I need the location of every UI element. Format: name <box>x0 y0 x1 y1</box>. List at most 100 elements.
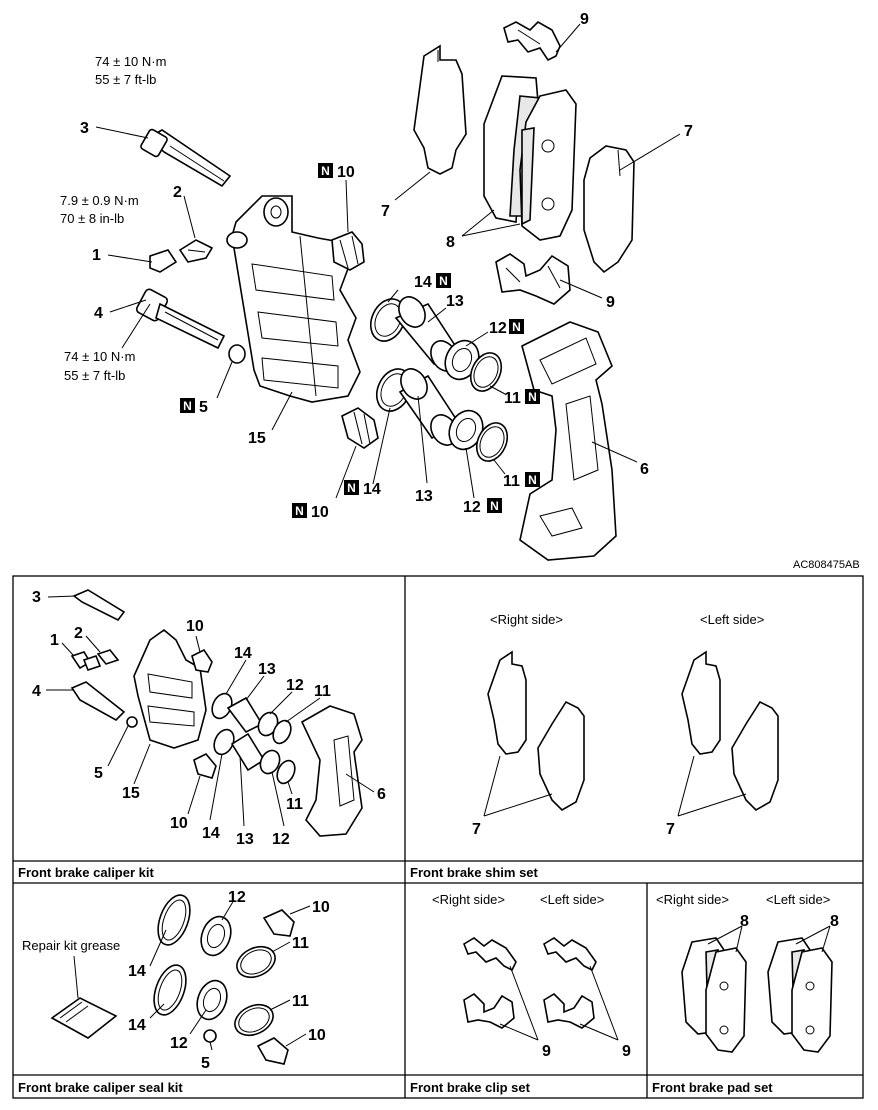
shim-7-left-side-a <box>681 650 721 755</box>
label-7-left: 7 <box>381 203 390 220</box>
seal-kit-panel: Repair kit grease 14 14 1 <box>18 889 330 1095</box>
seal-label-12-upper: 12 <box>228 889 246 906</box>
main-exploded-view: 74 ± 10 N·m 55 ± 7 ft-lb 7.9 ± 0.9 N·m 7… <box>60 11 860 571</box>
label-14-lower: 14 <box>363 481 381 498</box>
label-9-upper: 9 <box>580 11 589 28</box>
torque-bleeder-2-inlb: 70 ± 8 in-lb <box>60 211 124 226</box>
torque-bolt-4-nm: 74 ± 10 N·m <box>64 349 135 364</box>
clip-9-right-upper <box>463 937 517 972</box>
kit-label-10-lower: 10 <box>170 815 188 832</box>
label-15: 15 <box>248 430 266 447</box>
torque-bleeder-2-nm: 7.9 ± 0.9 N·m <box>60 193 139 208</box>
clip-set-panel: <Right side> <Left side> 9 9 Front brake… <box>410 892 631 1095</box>
label-3: 3 <box>80 120 89 137</box>
kit-label-14-lower: 14 <box>202 825 220 842</box>
seal-label-11-upper: 11 <box>292 935 309 952</box>
shim-7-right-side-a <box>487 650 527 755</box>
guide-pin-bolt-3 <box>140 128 232 188</box>
o-ring-11-upper <box>469 352 503 392</box>
kit-label-12-upper: 12 <box>286 677 304 694</box>
seal-kit-seal-12-lower <box>196 979 228 1021</box>
clip-left-side: <Left side> <box>540 892 604 907</box>
torque-bolt-3-nm: 74 ± 10 N·m <box>95 54 166 69</box>
seal-label-5: 5 <box>201 1055 210 1072</box>
seal-label-14-lower: 14 <box>128 1017 146 1034</box>
brake-pad-8-outer <box>519 89 577 241</box>
clip-9-left-lower <box>543 992 595 1029</box>
label-8: 8 <box>446 234 455 251</box>
shim-right-side: <Right side> <box>490 612 563 627</box>
seal-kit-ring-14-upper <box>157 894 191 946</box>
main-part-labels: 3 2 1 4 5 15 10 10 14 13 12 11 14 13 12 … <box>80 11 693 521</box>
label-13-lower: 13 <box>415 488 433 505</box>
seal-kit-oring-11-lower <box>234 1003 274 1037</box>
pad-clip-9-lower <box>495 253 571 305</box>
clip-label-9-right: 9 <box>542 1043 551 1060</box>
label-4: 4 <box>94 305 103 322</box>
kit-label-1: 1 <box>50 632 59 649</box>
seal-kit-seal-12-upper <box>200 915 232 957</box>
label-7-right: 7 <box>684 123 693 140</box>
pad-clip-9-upper <box>503 21 561 62</box>
caption-seal-kit: Front brake caliper seal kit <box>18 1080 183 1095</box>
caption-clip-set: Front brake clip set <box>410 1080 531 1095</box>
label-14-upper: 14 <box>414 274 432 291</box>
o-ring-11-lower <box>475 422 509 462</box>
clip-9-left-upper <box>543 937 597 972</box>
label-13-upper: 13 <box>446 293 464 310</box>
torque-bolt-3-ftlb: 55 ± 7 ft-lb <box>95 72 156 87</box>
kit-label-11-lower: 11 <box>286 796 303 813</box>
kit-label-6: 6 <box>377 786 386 803</box>
pad-set-panel: <Right side> <Left side> 8 8 Front brake… <box>652 892 839 1095</box>
caption-caliper-kit: Front brake caliper kit <box>18 865 154 880</box>
shim-7-right <box>583 145 635 274</box>
piston-seal-12-upper <box>444 339 480 381</box>
kit-label-4: 4 <box>32 683 41 700</box>
piston-boot-14-upper <box>369 298 407 342</box>
kit-grid <box>12 575 864 1099</box>
shim-label-7-right: 7 <box>472 821 481 838</box>
shim-7-left-side-b <box>731 700 779 811</box>
caption-pad-set: Front brake pad set <box>652 1080 773 1095</box>
seal-label-12-lower: 12 <box>170 1035 188 1052</box>
kit-label-14-upper: 14 <box>234 645 252 662</box>
kit-label-12-lower: 12 <box>272 831 290 848</box>
seal-kit-oring-11-upper <box>236 945 276 979</box>
label-12-lower: 12 <box>463 499 481 516</box>
caption-shim-set: Front brake shim set <box>410 865 539 880</box>
caliper-body-15 <box>226 195 361 403</box>
label-11-upper: 11 <box>504 390 521 407</box>
seal-kit-boot-10-upper <box>262 909 295 937</box>
shim-left-side: <Left side> <box>700 612 764 627</box>
grease-packet <box>50 997 118 1039</box>
label-10-upper: 10 <box>337 164 355 181</box>
bleeder-cap-1 <box>149 249 178 273</box>
seal-label-10-upper: 10 <box>312 899 330 916</box>
diagram-code: AC808475AB <box>793 559 860 571</box>
pad-left-side: <Left side> <box>766 892 830 907</box>
repair-kit-grease-label: Repair kit grease <box>22 938 120 953</box>
pad-label-8-right: 8 <box>740 913 749 930</box>
seal-kit-bushing-5 <box>203 1029 217 1043</box>
caliper-support-6 <box>519 321 617 561</box>
shim-label-7-left: 7 <box>666 821 675 838</box>
seal-kit-boot-10-lower <box>256 1037 289 1065</box>
bleeder-screw-2 <box>178 239 214 263</box>
main-leader-lines <box>95 23 681 499</box>
label-12-upper: 12 <box>489 320 507 337</box>
label-5: 5 <box>199 399 208 416</box>
pad-right-side: <Right side> <box>656 892 729 907</box>
clip-label-9-left: 9 <box>622 1043 631 1060</box>
label-6: 6 <box>640 461 649 478</box>
seal-label-14-upper: 14 <box>128 963 146 980</box>
caliper-kit-panel: 3 1 2 4 5 15 10 10 14 14 13 13 12 12 11 … <box>18 589 386 880</box>
seal-kit-ring-14-lower <box>153 964 187 1016</box>
seal-label-10-lower: 10 <box>308 1027 326 1044</box>
pad-8-right-side <box>681 937 747 1053</box>
kit-label-15: 15 <box>122 785 140 802</box>
shim-7-upper <box>413 44 467 175</box>
dust-boot-10-lower <box>341 407 379 449</box>
label-2: 2 <box>173 184 182 201</box>
bushing-5 <box>228 344 246 364</box>
